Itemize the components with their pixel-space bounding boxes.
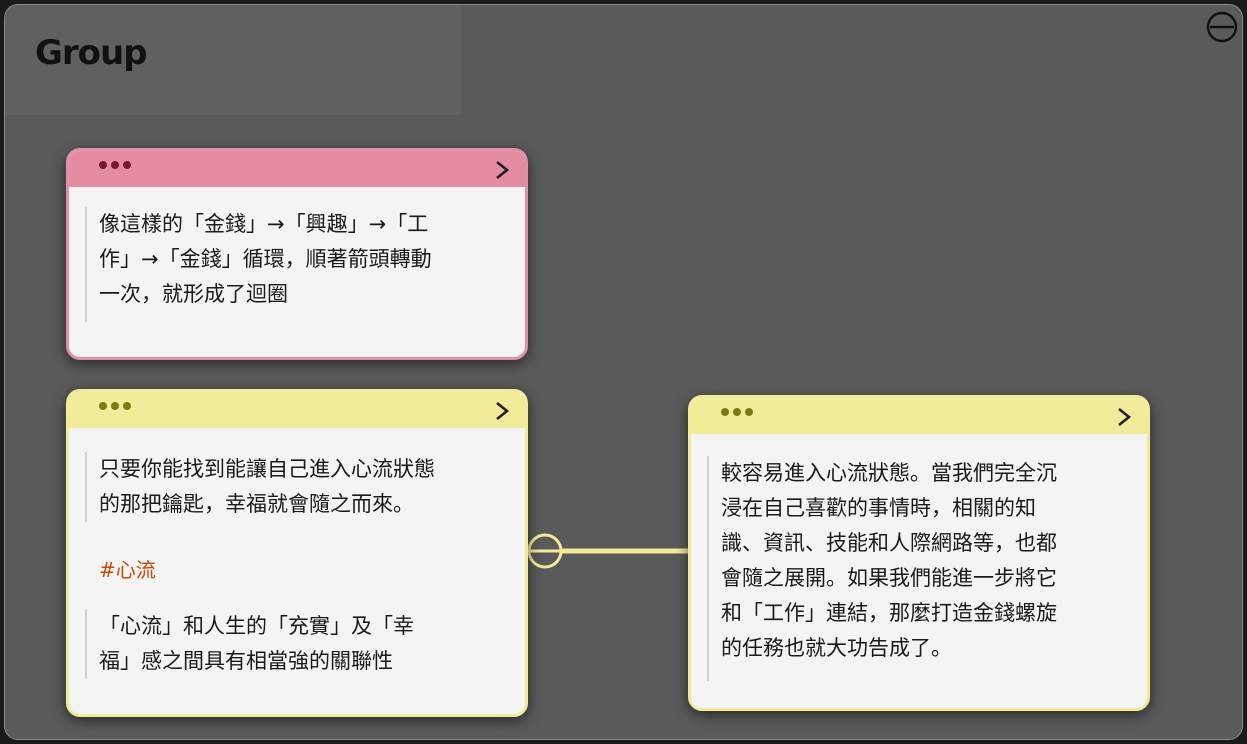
- text-line: 「心流」和人生的「充實」及「幸: [99, 614, 414, 638]
- hashtag[interactable]: #心流: [99, 558, 156, 582]
- text-line: 一次，就形成了迴圈: [99, 282, 288, 306]
- collapse-group-icon[interactable]: [1206, 11, 1238, 43]
- text-line: 的任務也就大功告成了。: [721, 636, 952, 660]
- card-header: [69, 392, 525, 428]
- note-text-block: 像這樣的「金錢」→「興趣」→「工 作」→「金錢」循環，順著箭頭轉動 一次，就形成…: [85, 207, 432, 322]
- chevron-right-icon[interactable]: [493, 159, 511, 181]
- text-line: 只要你能找到能讓自己進入心流狀態: [99, 457, 435, 481]
- text-line: 浸在自己喜歡的事情時，相關的知: [721, 496, 1036, 520]
- more-dots-icon[interactable]: [99, 161, 131, 169]
- note-text-block: 較容易進入心流狀態。當我們完全沉 浸在自己喜歡的事情時，相關的知 識、資訊、技能…: [707, 456, 1057, 681]
- card-header: [69, 151, 525, 187]
- text-line: 的那把鑰匙，幸福就會隨之而來。: [99, 492, 414, 516]
- text-line: 和「工作」連結，那麼打造金錢螺旋: [721, 601, 1057, 625]
- group-header: Group: [5, 5, 461, 115]
- text-line: 較容易進入心流狀態。當我們完全沉: [721, 461, 1057, 485]
- text-line: 福」感之間具有相當強的關聯性: [99, 649, 393, 673]
- note-card-1[interactable]: 像這樣的「金錢」→「興趣」→「工 作」→「金錢」循環，順著箭頭轉動 一次，就形成…: [66, 148, 528, 360]
- note-card-3[interactable]: 較容易進入心流狀態。當我們完全沉 浸在自己喜歡的事情時，相關的知 識、資訊、技能…: [688, 395, 1150, 711]
- group-title: Group: [35, 33, 148, 73]
- chevron-right-icon[interactable]: [493, 400, 511, 422]
- more-dots-icon[interactable]: [99, 402, 131, 410]
- text-line: 會隨之展開。如果我們能進一步將它: [721, 566, 1057, 590]
- text-line: 識、資訊、技能和人際網路等，也都: [721, 531, 1057, 555]
- chevron-right-icon[interactable]: [1115, 406, 1133, 428]
- more-dots-icon[interactable]: [721, 408, 753, 416]
- text-line: 作」→「金錢」循環，順著箭頭轉動: [99, 247, 432, 271]
- note-text-block: 只要你能找到能讓自己進入心流狀態 的那把鑰匙，幸福就會隨之而來。: [85, 452, 435, 522]
- text-line: 像這樣的「金錢」→「興趣」→「工: [99, 212, 429, 236]
- note-card-2[interactable]: 只要你能找到能讓自己進入心流狀態 的那把鑰匙，幸福就會隨之而來。 #心流 「心流…: [66, 389, 528, 717]
- card-header: [691, 398, 1147, 434]
- note-text-block: 「心流」和人生的「充實」及「幸 福」感之間具有相當強的關聯性: [85, 609, 414, 679]
